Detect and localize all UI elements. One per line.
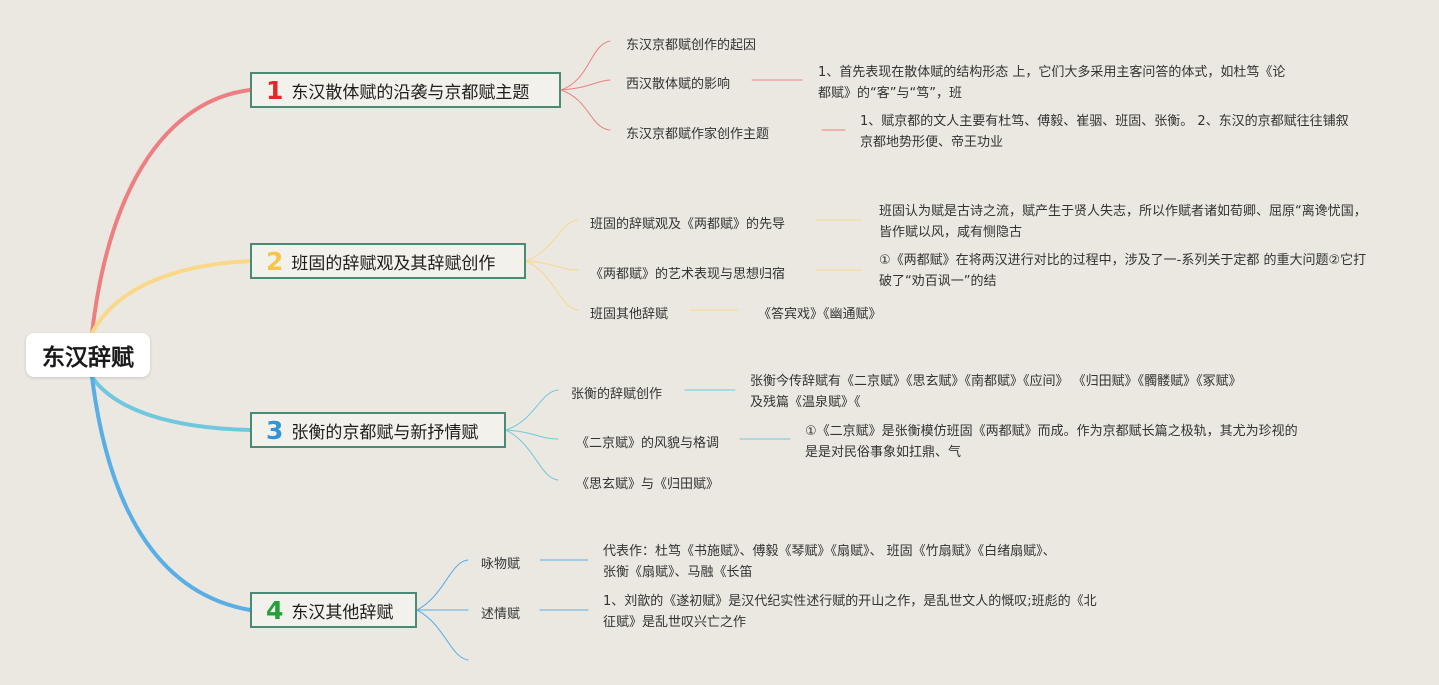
b1-link-3 bbox=[560, 89, 611, 131]
branch-3-number: 3 bbox=[266, 415, 284, 445]
branch-1-sub-3-detail[interactable]: 1、赋京都的文人主要有杜笃、傅毅、崔骃、班固、张衡。 2、东汉的京都赋往往铺叙京… bbox=[860, 114, 1349, 150]
root-link-1 bbox=[90, 88, 252, 335]
branch-2-sub-1-detail[interactable]: 班固认为赋是古诗之流，赋产生于贤人失志，所以作赋者诸如荀卿、屈原“离谗忧国，皆作… bbox=[879, 204, 1367, 240]
b3-link-3 bbox=[505, 429, 559, 481]
branch-4-number: 4 bbox=[266, 595, 284, 625]
branch-4-title: 东汉其他辞赋 bbox=[291, 602, 394, 623]
branch-1-number: 1 bbox=[266, 75, 284, 105]
branch-4-sub-2[interactable]: 述情赋 bbox=[481, 607, 521, 622]
b2-link-3 bbox=[525, 260, 579, 311]
root-link-3 bbox=[90, 375, 252, 432]
root-link-4 bbox=[90, 375, 252, 612]
branch-2-sub-3[interactable]: 班固其他辞赋 bbox=[590, 307, 669, 322]
branch-1-sub-1[interactable]: 东汉京都赋创作的起因 bbox=[626, 38, 757, 53]
branch-2-number: 2 bbox=[266, 246, 284, 276]
branch-4-sub-2-detail[interactable]: 1、刘歆的《遂初赋》是汉代纪实性述行赋的开山之作，是乱世文人的慨叹;班彪的《北征… bbox=[603, 594, 1097, 630]
root-topic-label: 东汉辞赋 bbox=[42, 345, 134, 371]
root-topic[interactable]: 东汉辞赋 bbox=[26, 333, 150, 377]
branch-1-topic[interactable]: 1 东汉散体赋的沿袭与京都赋主题 bbox=[250, 72, 561, 108]
branch-4-sub-1-detail[interactable]: 代表作：杜笃《书施赋》、傅毅《琴赋》《扇赋》、 班固《竹扇赋》《白绪扇赋》、张衡… bbox=[603, 544, 1056, 580]
branch-4-topic[interactable]: 4 东汉其他辞赋 bbox=[250, 592, 417, 628]
b2-link-1 bbox=[525, 219, 579, 262]
branch-3-title: 张衡的京都赋与新抒情赋 bbox=[291, 422, 479, 443]
branch-3-sub-1[interactable]: 张衡的辞赋创作 bbox=[571, 387, 663, 402]
branch-3-sub-1-detail[interactable]: 张衡今传辞赋有《二京赋》《思玄赋》《南都赋》《应间》 《归田赋》《髑髅赋》《冢赋… bbox=[750, 374, 1236, 410]
b3-link-2 bbox=[505, 429, 559, 440]
b2-link-2 bbox=[525, 260, 579, 271]
branch-2-sub-2-detail[interactable]: ①《两都赋》在将两汉进行对比的过程中，涉及了一-系列关于定都 的重大问题②它打破… bbox=[879, 253, 1367, 289]
branch-3-sub-2[interactable]: 《二京赋》的风貌与格调 bbox=[576, 436, 720, 451]
branch-1-title: 东汉散体赋的沿袭与京都赋主题 bbox=[291, 82, 530, 103]
b4-link-1 bbox=[416, 559, 469, 611]
branch-1-sub-3[interactable]: 东汉京都赋作家创作主题 bbox=[626, 127, 770, 142]
branch-2-topic[interactable]: 2 班固的辞赋观及其辞赋创作 bbox=[250, 243, 526, 279]
b4-link-3 bbox=[416, 609, 469, 661]
root-link-2 bbox=[90, 259, 252, 335]
branch-3-sub-2-detail[interactable]: ①《二京赋》是张衡模仿班固《两都赋》而成。作为京都赋长篇之极轨，其尤为珍视的是是… bbox=[805, 424, 1298, 460]
b1-link-1 bbox=[560, 40, 611, 91]
branch-2-sub-1[interactable]: 班固的辞赋观及《两都赋》的先导 bbox=[590, 217, 786, 232]
b1-link-2 bbox=[560, 79, 611, 91]
branch-2-sub-2[interactable]: 《两都赋》的艺术表现与思想归宿 bbox=[590, 267, 786, 282]
branch-3-sub-3[interactable]: 《思玄赋》与《归田赋》 bbox=[576, 477, 720, 492]
branch-1-sub-2-detail[interactable]: 1、首先表现在散体赋的结构形态 上，它们大多采用主客问答的体式，如杜笃《论都赋》… bbox=[818, 65, 1286, 101]
branch-1-sub-2[interactable]: 西汉散体赋的影响 bbox=[626, 77, 731, 92]
b3-link-1 bbox=[505, 389, 559, 431]
branch-2-title: 班固的辞赋观及其辞赋创作 bbox=[291, 253, 496, 274]
branch-3-topic[interactable]: 3 张衡的京都赋与新抒情赋 bbox=[250, 412, 506, 448]
branch-2-sub-3-detail[interactable]: 《答宾戏》《幽通赋》 bbox=[758, 307, 882, 322]
branch-4-sub-1[interactable]: 咏物赋 bbox=[481, 557, 521, 572]
